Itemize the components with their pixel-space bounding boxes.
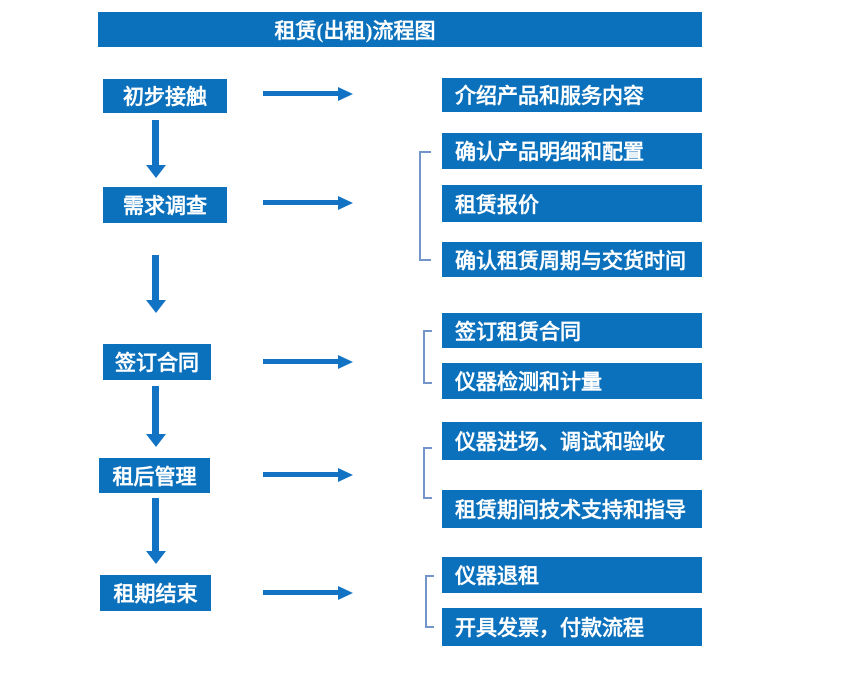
arrow-line	[263, 359, 339, 364]
arrow-head	[146, 300, 166, 313]
detail-label: 仪器退租	[455, 564, 539, 588]
arrow-line	[263, 200, 339, 205]
arrow-right-icon	[263, 468, 353, 482]
arrow-right-icon	[263, 355, 353, 369]
detail-invoice-payment: 开具发票，付款流程	[442, 608, 702, 646]
arrow-down-icon	[146, 498, 166, 564]
detail-label: 租赁报价	[455, 192, 539, 217]
arrow-head	[338, 87, 353, 101]
detail-label: 仪器进场、调试和验收	[455, 430, 665, 454]
arrow-head	[338, 196, 353, 210]
detail-sign-rental-contract: 签订租赁合同	[442, 313, 702, 348]
arrow-down-icon	[146, 386, 166, 447]
detail-label: 开具发票，付款流程	[455, 616, 644, 640]
page-title-text: 租赁(出租)流程图	[274, 18, 436, 43]
arrow-right-icon	[263, 196, 353, 210]
arrow-head	[338, 586, 353, 600]
detail-tech-support: 租赁期间技术支持和指导	[442, 490, 702, 528]
step-demand-survey: 需求调查	[103, 187, 227, 223]
group-bracket-icon	[423, 330, 432, 384]
group-bracket-icon	[419, 151, 431, 261]
detail-confirm-product-details: 确认产品明细和配置	[442, 133, 702, 169]
step-label: 租后管理	[112, 464, 197, 489]
arrow-head	[146, 165, 166, 178]
detail-rental-quote: 租赁报价	[442, 185, 702, 222]
detail-label: 确认产品明细和配置	[455, 140, 644, 164]
arrow-head	[338, 355, 353, 369]
arrow-right-icon	[263, 586, 353, 600]
arrow-head	[146, 434, 166, 447]
detail-instrument-entry-acceptance: 仪器进场、调试和验收	[442, 422, 702, 460]
arrow-line	[263, 472, 339, 477]
step-initial-contact: 初步接触	[103, 79, 227, 113]
detail-label: 确认租赁周期与交货时间	[455, 248, 686, 273]
detail-introduce-products: 介绍产品和服务内容	[442, 78, 702, 112]
group-bracket-icon	[423, 447, 432, 499]
arrow-line	[263, 590, 339, 595]
detail-label: 签订租赁合同	[455, 319, 581, 344]
detail-instrument-testing: 仪器检测和计量	[442, 363, 702, 399]
arrow-right-icon	[263, 87, 353, 101]
step-label: 签订合同	[115, 351, 199, 375]
arrow-head	[338, 468, 353, 482]
step-sign-contract: 签订合同	[103, 344, 211, 380]
group-bracket-icon	[425, 575, 434, 628]
arrow-line	[152, 386, 159, 435]
page-title: 租赁(出租)流程图	[98, 12, 702, 47]
arrow-down-icon	[146, 120, 166, 178]
arrow-line	[152, 255, 159, 301]
detail-label: 介绍产品和服务内容	[455, 84, 644, 108]
arrow-line	[152, 120, 159, 166]
detail-confirm-rental-period: 确认租赁周期与交货时间	[442, 242, 702, 277]
arrow-line	[263, 91, 339, 96]
detail-label: 租赁期间技术支持和指导	[455, 498, 686, 522]
step-label: 租期结束	[113, 582, 198, 606]
detail-label: 仪器检测和计量	[455, 370, 602, 394]
step-label: 初步接触	[123, 85, 207, 109]
detail-instrument-return: 仪器退租	[442, 557, 702, 593]
step-rental-end: 租期结束	[100, 575, 211, 611]
arrow-head	[146, 551, 166, 564]
step-label: 需求调查	[123, 194, 207, 218]
arrow-line	[152, 498, 159, 552]
step-post-rental-management: 租后管理	[99, 458, 210, 493]
arrow-down-icon	[146, 255, 166, 313]
